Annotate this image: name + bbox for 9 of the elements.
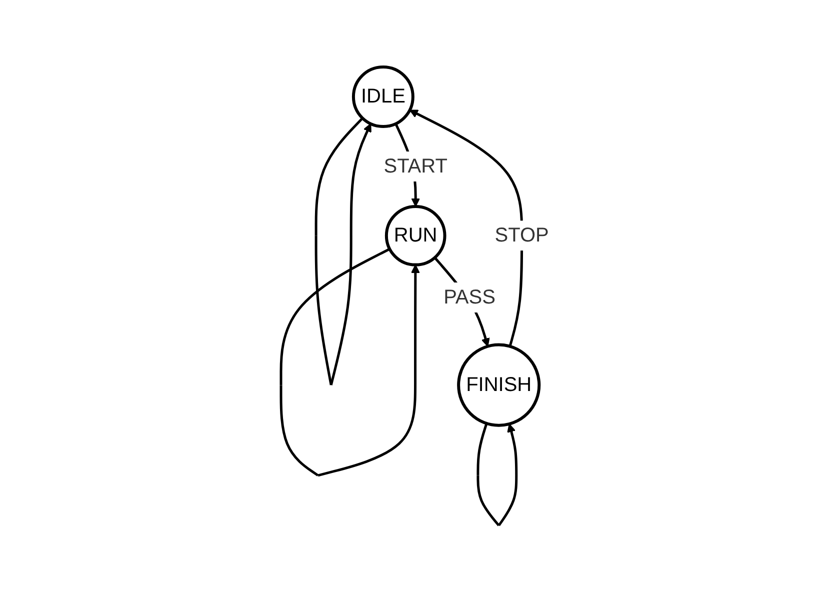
- node-circle: FINISH: [457, 344, 541, 428]
- arrow: [314, 117, 372, 386]
- node-circle: RUN: [385, 205, 446, 266]
- edge-label: PASS: [444, 286, 496, 309]
- arrow: [476, 423, 518, 526]
- edge-label: STOP: [494, 224, 549, 247]
- edge-label: START: [384, 156, 448, 178]
- node-circle: IDLE: [352, 66, 414, 128]
- arrow: [280, 248, 420, 477]
